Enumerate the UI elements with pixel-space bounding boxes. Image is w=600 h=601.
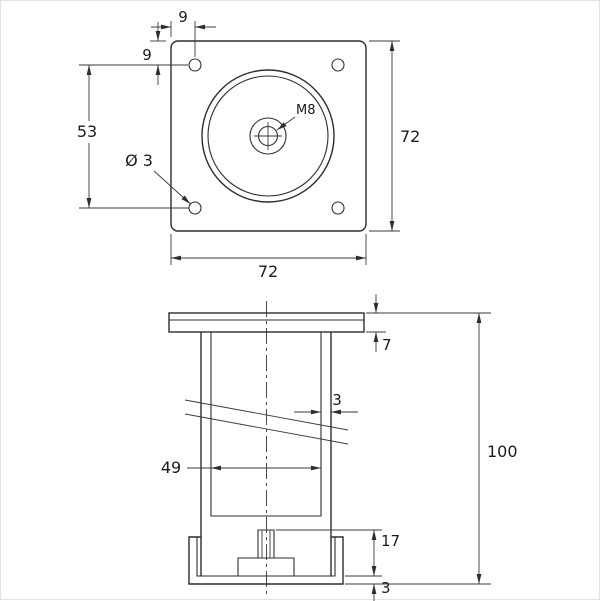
dim-label-plate-height: 72 — [400, 127, 420, 146]
screw-hole-bottom-left — [188, 201, 202, 215]
dim-label-hole-spacing: 53 — [77, 122, 97, 141]
body-outer-circle — [201, 69, 335, 203]
dim-label-plate-width: 72 — [258, 262, 278, 281]
screw-hole-top-right — [331, 58, 345, 72]
dim-label-base-thickness: 3 — [381, 579, 391, 597]
body-inner-circle — [207, 75, 329, 197]
dim-label-hole-offset-x: 9 — [178, 8, 188, 26]
break-line-2 — [184, 413, 349, 445]
dim-label-flange-thickness: 7 — [382, 336, 392, 354]
dim-label-total-height: 100 — [487, 442, 518, 461]
dim-label-inner-diameter: 49 — [161, 458, 181, 477]
screw-hole-bottom-right — [331, 201, 345, 215]
mounting-plate-outline — [170, 40, 367, 232]
break-line-1 — [184, 399, 349, 431]
leader-line-thread — [276, 116, 296, 131]
dim-label-hole-offset-y: 9 — [142, 46, 152, 64]
center-boss-circle — [249, 117, 287, 155]
dim-label-wall-thickness: 3 — [332, 391, 342, 409]
screw-hole-top-left — [188, 58, 202, 72]
dim-label-thread: M8 — [296, 103, 316, 118]
leader-line-hole-diameter — [153, 170, 191, 205]
dim-label-hole-diameter: Ø 3 — [125, 151, 153, 170]
top-view: 9 9 53 Ø 3 M8 72 72 — [77, 8, 421, 281]
dim-label-foot-height: 17 — [381, 532, 400, 550]
flange-outline — [168, 312, 365, 333]
front-view: 7 3 49 17 3 100 — [161, 294, 518, 601]
